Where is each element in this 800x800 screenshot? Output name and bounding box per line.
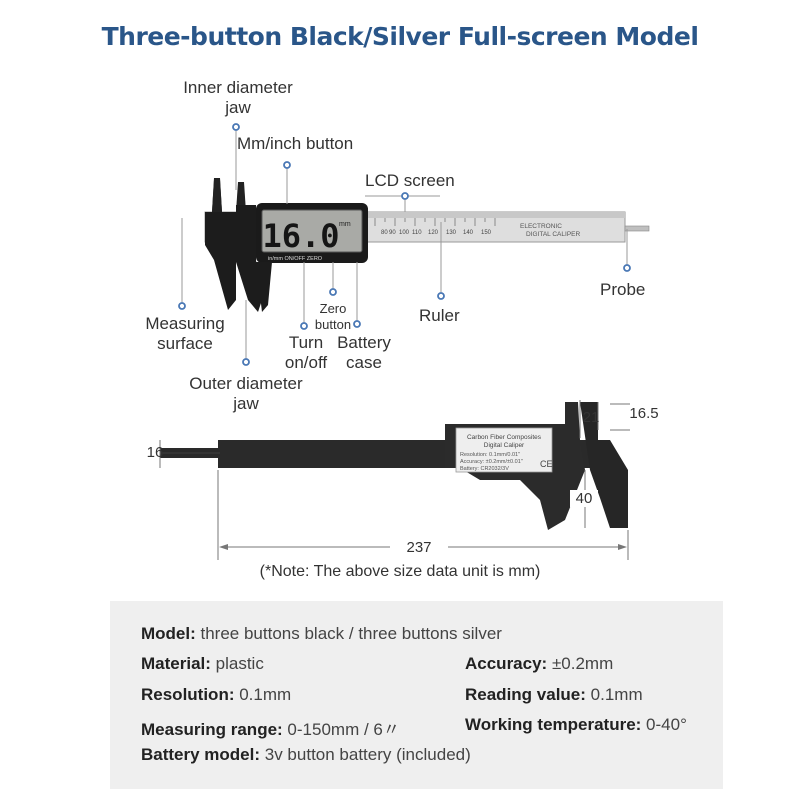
sticker-line: Battery: CR2032/3V (460, 466, 509, 472)
spec-reading-value: Reading value: 0.1mm (465, 685, 643, 704)
label-measuring-surface: Measuring surface (145, 314, 225, 353)
dimension-jaw-height: 40 (570, 490, 598, 507)
size-note: (*Note: The above size data unit is mm) (259, 563, 541, 580)
inner-jaw-tips (212, 178, 222, 212)
sticker-line: Accuracy: ±0.2mm/±0.01" (460, 459, 523, 465)
lcd-value: 16.0 (262, 217, 339, 255)
spec-material: Material: plastic (141, 654, 264, 673)
dimension-length: 237 (395, 539, 443, 556)
scale-number: 140 (463, 230, 474, 236)
bottom-fixed-jaw (580, 402, 628, 528)
label-zero-button: Zero button (314, 301, 352, 332)
top-caliper: 0 10 80 90 100 110 120 130 140 150 ELECT… (204, 178, 650, 312)
label-ruler: Ruler (419, 306, 460, 325)
label-turn-on-off: Turn on/off (284, 333, 328, 372)
spec-accuracy: Accuracy: ±0.2mm (465, 654, 614, 673)
label-outer-diameter-jaw: Outer diameter jaw (189, 374, 303, 413)
fixed-jaw (205, 180, 236, 310)
label-inner-diameter-jaw: Inner diameter jaw (183, 78, 293, 117)
scale-number: 130 (446, 230, 457, 236)
dimension-left-height: 16 (146, 444, 164, 461)
scale-number: 100 (399, 230, 410, 236)
ce-mark: CE (540, 459, 553, 469)
scale-number: 80 (381, 230, 388, 236)
scale-number: 120 (428, 230, 439, 236)
button-labels: in/mm ON/OFF ZERO (268, 256, 323, 262)
sticker-line: Resolution: 0.1mm/0.01" (460, 452, 520, 458)
spec-measuring-range: Measuring range: 0-150mm / 6〃 (141, 720, 400, 739)
label-lcd-screen: LCD screen (365, 171, 455, 190)
label-mm-inch-button: Mm/inch button (237, 134, 354, 153)
label-battery-case: Battery case (337, 333, 391, 372)
specs-panel: Model: three buttons black / three butto… (110, 601, 723, 789)
spec-resolution: Resolution: 0.1mm (141, 685, 292, 704)
leader-lines (181, 127, 628, 362)
spec-sticker (455, 427, 553, 473)
dimension-jaw-top: 21 (582, 409, 600, 426)
spec-battery-model: Battery model: 3v button battery (includ… (141, 745, 471, 764)
label-probe: Probe (600, 280, 646, 299)
page-title: Three-button Black/Silver Full-screen Mo… (101, 22, 699, 51)
slider-body (236, 205, 262, 312)
probe-tip (624, 225, 650, 232)
scale-number: 90 (389, 230, 396, 236)
leader-dots (178, 123, 631, 366)
scale-number: 150 (481, 230, 492, 236)
lcd-unit: mm (339, 221, 351, 228)
spec-working-temperature: Working temperature: 0-40° (465, 715, 687, 734)
scale-number: 110 (412, 230, 422, 236)
dimension-probe-width: 16.5 (629, 405, 659, 422)
lcd-screen (261, 209, 363, 253)
spec-model: Model: three buttons black / three butto… (141, 624, 502, 643)
